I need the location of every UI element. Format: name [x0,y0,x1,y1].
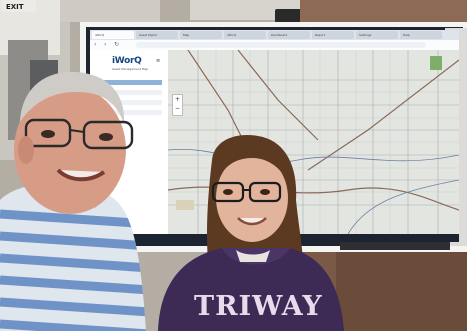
map-view[interactable] [167,49,459,235]
url-field[interactable] [136,42,426,48]
sidebar-row[interactable] [94,100,162,105]
menu-icon[interactable]: ≡ [156,58,161,64]
browser-tab[interactable]: Settings [356,31,398,39]
zoom-in-button[interactable]: + [174,96,181,103]
exit-sign [2,0,36,12]
sidebar-row[interactable] [94,80,162,85]
reload-icon[interactable]: ↻ [114,41,120,48]
browser-tab[interactable]: Asset Mgmt [136,31,178,39]
browser-tab[interactable]: Dashboard [268,31,310,39]
browser-tab[interactable]: Help [400,31,442,39]
back-icon[interactable]: ‹ [94,41,97,48]
app-subtitle: Asset Management Map [112,67,149,71]
hoodie-lettering: TRIWAY [194,291,323,322]
zoom-out-button[interactable]: − [174,105,181,112]
sidebar-row[interactable] [94,90,162,95]
browser-tab[interactable]: Map [180,31,222,39]
browser-tab[interactable]: iWorQ [224,31,266,39]
browser-tab[interactable]: iWorQ [92,31,134,39]
browser-tab[interactable]: Report [312,31,354,39]
girl-figure [158,135,344,331]
sidebar-row[interactable] [94,110,162,115]
forward-icon[interactable]: › [104,41,107,48]
app-logo: iWorQ [112,56,142,66]
man-figure [0,71,146,331]
exit-sign-text: EXIT [6,3,24,11]
browser-address-bar: ‹ › ↻ [90,40,459,50]
browser-tab-bar: iWorQ Asset Mgmt Map iWorQ Dashboard Rep… [90,30,459,40]
map-zoom-control: + − [172,94,183,116]
